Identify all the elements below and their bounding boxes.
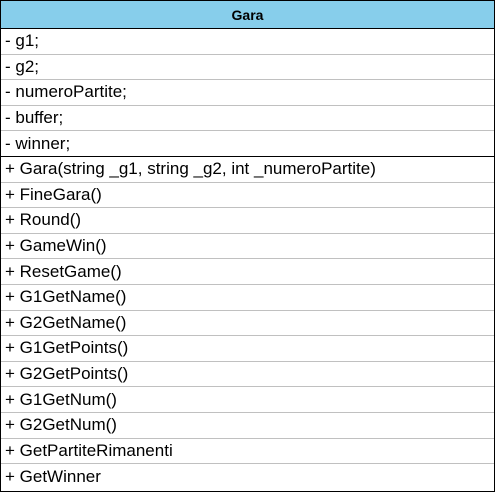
method-row: + G2GetName(): [1, 311, 494, 337]
method-row: + Gara(string _g1, string _g2, int _nume…: [1, 157, 494, 183]
method-row: + Round(): [1, 208, 494, 234]
method-row: + GetPartiteRimanenti: [1, 439, 494, 465]
class-name-header: Gara: [1, 1, 494, 29]
method-row: + GameWin(): [1, 234, 494, 260]
attribute-row: - winner;: [1, 131, 494, 157]
method-row: + FineGara(): [1, 183, 494, 209]
method-row: + G2GetPoints(): [1, 362, 494, 388]
method-row: + G1GetName(): [1, 285, 494, 311]
attributes-section: - g1; - g2; - numeroPartite; - buffer; -…: [1, 29, 494, 157]
method-row: + G2GetNum(): [1, 413, 494, 439]
attribute-row: - numeroPartite;: [1, 80, 494, 106]
method-row: + ResetGame(): [1, 259, 494, 285]
method-row: + G1GetNum(): [1, 387, 494, 413]
attribute-row: - g1;: [1, 29, 494, 55]
attribute-row: - buffer;: [1, 106, 494, 132]
methods-section: + Gara(string _g1, string _g2, int _nume…: [1, 157, 494, 490]
method-row: + GetWinner: [5, 466, 101, 486]
attribute-row: - g2;: [1, 55, 494, 81]
method-row: + G1GetPoints(): [1, 336, 494, 362]
